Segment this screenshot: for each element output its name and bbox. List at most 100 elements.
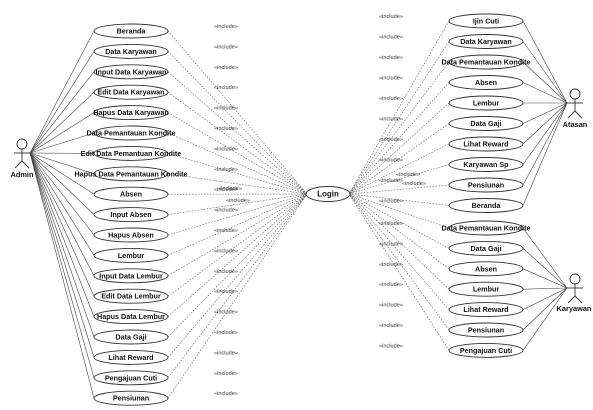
use-case-ellipse	[448, 34, 524, 49]
use-case-label: Edit Data Lembur	[101, 292, 161, 301]
use-case-karyawan_use_cases-5-pensiunan[interactable]: Pensiunan	[448, 322, 524, 338]
use-case-admin_use_cases-13-edit-data-lembur[interactable]: Edit Data Lembur	[93, 288, 169, 304]
include-line-admin_use_cases-9-input-absen	[167, 193, 308, 215]
use-case-karyawan_use_cases-1-data-gaji[interactable]: Data Gaji	[448, 240, 524, 256]
use-case-ellipse	[93, 105, 169, 121]
use-case-ellipse	[93, 329, 169, 345]
use-case-label: Data Karyawan	[460, 37, 512, 46]
association-admin_use_cases-8-absen	[29, 152, 95, 195]
actor-admin-label: Admin	[11, 170, 34, 179]
actor-atasan: Atasan	[563, 88, 588, 129]
association-admin_use_cases-2-input-data-karyawan	[29, 71, 95, 154]
use-case-label: Input Absen	[110, 210, 151, 219]
use-case-admin_use_cases-16-lihat-reward[interactable]: Lihat Reward	[93, 349, 169, 365]
use-case-admin_use_cases-3-edit-data-karyawan[interactable]: Edit Data Karyawan	[93, 84, 169, 100]
use-case-karyawan_use_cases-2-absen[interactable]: Absen	[448, 261, 524, 277]
use-case-ellipse	[448, 240, 524, 256]
association-admin_use_cases-11-lembur	[29, 152, 95, 256]
use-case-karyawan_use_cases-0-data-pemantauan-kondite[interactable]: Data Pemantauan Kondite	[441, 220, 531, 236]
use-case-admin_use_cases-8-absen[interactable]: Absen	[93, 186, 169, 202]
include-label-atasan_use_cases-1-data-karyawan: «include»	[379, 35, 403, 41]
include-line-admin_use_cases-7-hapus-data-pemantauan-kondite	[167, 173, 308, 195]
use-case-ellipse	[448, 177, 524, 193]
use-case-label: Pensiunan	[113, 394, 149, 403]
include-label-atasan_use_cases-0-ijin-cuti: «include»	[379, 14, 403, 20]
use-case-label: Data Gaji	[470, 244, 501, 253]
use-case-ellipse	[448, 342, 524, 358]
use-case-ellipse	[448, 136, 524, 152]
login-label: Login	[317, 190, 339, 199]
include-label-atasan_use_cases-4-lembur: «include»	[379, 96, 403, 102]
include-line-atasan_use_cases-7-karyawan-sp	[348, 164, 450, 195]
actor-karyawan: Karyawan	[557, 273, 592, 313]
login-use-case[interactable]: Login	[305, 186, 351, 202]
use-case-karyawan_use_cases-6-pengajuan-cuti[interactable]: Pengajuan Cuti	[448, 342, 524, 358]
use-case-ellipse	[93, 349, 169, 365]
association-karyawan_use_cases-4-lihat-reward	[522, 287, 568, 310]
association-atasan_use_cases-7-karyawan-sp	[522, 102, 568, 165]
include-label-admin_use_cases-12-input-data-lembur: «include»	[214, 269, 238, 275]
include-label-extra-1: «include»	[226, 198, 250, 204]
include-labels: «include» «include» «include» «include» «inc…	[214, 14, 426, 397]
use-case-label: Hapus Data Pemantauan Kondite	[74, 169, 187, 178]
include-label-admin_use_cases-15-data-gaji: «include»	[214, 330, 238, 336]
use-case-label: Data Karyawan	[105, 47, 157, 56]
use-case-ellipse	[93, 227, 169, 243]
login-ellipse	[305, 186, 351, 202]
use-case-admin_use_cases-12-input-data-lembur[interactable]: Input Data Lembur	[93, 268, 169, 284]
association-admin_use_cases-13-edit-data-lembur	[29, 152, 95, 297]
use-case-admin_use_cases-2-input-data-karyawan[interactable]: Input Data Karyawan	[93, 64, 169, 80]
use-case-atasan_use_cases-2-data-pemantauan-kondite[interactable]: Data Pemantauan Kondite	[441, 54, 531, 70]
include-line-admin_use_cases-12-input-data-lembur	[167, 193, 308, 277]
use-case-karyawan_use_cases-4-lihat-reward[interactable]: Lihat Reward	[448, 302, 524, 318]
use-case-ellipse	[448, 95, 524, 111]
use-case-ellipse	[93, 166, 169, 182]
include-label-admin_use_cases-16-lihat-reward: «include»	[214, 350, 238, 356]
use-case-admin_use_cases-9-input-absen[interactable]: Input Absen	[93, 207, 169, 223]
use-case-ellipse	[93, 309, 169, 325]
use-case-ellipse	[448, 75, 524, 90]
use-case-admin_use_cases-6-edit-data-pemantuan-kondite[interactable]: Edit Data Pemantuan Kondite	[81, 145, 182, 161]
use-case-admin_use_cases-7-hapus-data-pemantauan-kondite[interactable]: Hapus Data Pemantauan Kondite	[74, 166, 188, 182]
use-case-ellipse	[93, 370, 169, 386]
association-karyawan_use_cases-1-data-gaji	[522, 248, 568, 289]
include-line-admin_use_cases-11-lembur	[167, 193, 308, 256]
use-case-admin_use_cases-15-data-gaji[interactable]: Data Gaji	[93, 329, 169, 345]
use-case-admin_use_cases-10-hapus-absen[interactable]: Hapus Absen	[93, 227, 169, 243]
use-case-admin_use_cases-11-lembur[interactable]: Lembur	[93, 247, 169, 263]
use-case-atasan_use_cases-4-lembur[interactable]: Lembur	[448, 95, 524, 111]
use-case-admin_use_cases-4-hapus-data-karyawan[interactable]: Hapus Data Karyawan	[93, 105, 169, 121]
include-label-extra-0: «include»	[218, 186, 242, 192]
include-label-admin_use_cases-4-hapus-data-karyawan: «include»	[214, 106, 238, 112]
use-case-label: Lembur	[473, 99, 500, 108]
use-case-admin_use_cases-18-pensiunan[interactable]: Pensiunan	[93, 390, 169, 406]
include-label-admin_use_cases-10-hapus-absen: «include»	[214, 228, 238, 234]
association-karyawan_use_cases-0-data-pemantauan-kondite	[522, 227, 568, 289]
use-case-ellipse	[448, 13, 524, 29]
association-admin_use_cases-9-input-absen	[29, 152, 95, 215]
use-case-atasan_use_cases-3-absen[interactable]: Absen	[448, 75, 524, 90]
use-case-admin_use_cases-14-hapus-data-lembur[interactable]: Hapus Data Lembur	[93, 309, 169, 325]
use-case-karyawan_use_cases-3-lembur[interactable]: Lembur	[448, 281, 524, 297]
include-line-admin_use_cases-14-hapus-data-lembur	[167, 193, 308, 317]
use-case-atasan_use_cases-9-beranda[interactable]: Beranda	[448, 198, 524, 213]
association-admin_use_cases-7-hapus-data-pemantauan-kondite	[29, 152, 95, 175]
use-case-atasan_use_cases-7-karyawan-sp[interactable]: Karyawan Sp	[448, 157, 524, 172]
include-label-atasan_use_cases-2-data-pemantauan-kondite: «include»	[379, 55, 403, 61]
use-case-atasan_use_cases-6-lihat-reward[interactable]: Lihat Reward	[448, 136, 524, 152]
use-case-admin_use_cases-17-pengajuan-cuti[interactable]: Pengajuan Cuti	[93, 370, 169, 386]
use-case-atasan_use_cases-8-pensiunan[interactable]: Pensiunan	[448, 177, 524, 193]
use-case-atasan_use_cases-1-data-karyawan[interactable]: Data Karyawan	[448, 34, 524, 49]
use-case-ellipse	[93, 43, 169, 59]
include-line-atasan_use_cases-2-data-pemantauan-kondite	[348, 61, 450, 195]
use-case-atasan_use_cases-5-data-gaji[interactable]: Data Gaji	[448, 116, 524, 131]
use-case-label: Lembur	[118, 251, 145, 260]
use-case-admin_use_cases-0-beranda[interactable]: Beranda	[93, 23, 169, 39]
use-case-label: Pensiunan	[468, 326, 504, 335]
use-case-admin_use_cases-5-data-pemantauan-kondite[interactable]: Data Pemantauan Kondite	[86, 125, 176, 141]
include-line-karyawan_use_cases-5-pensiunan	[348, 193, 450, 331]
use-case-atasan_use_cases-0-ijin-cuti[interactable]: Ijin Cuti	[448, 13, 524, 29]
use-case-admin_use_cases-1-data-karyawan[interactable]: Data Karyawan	[93, 43, 169, 59]
